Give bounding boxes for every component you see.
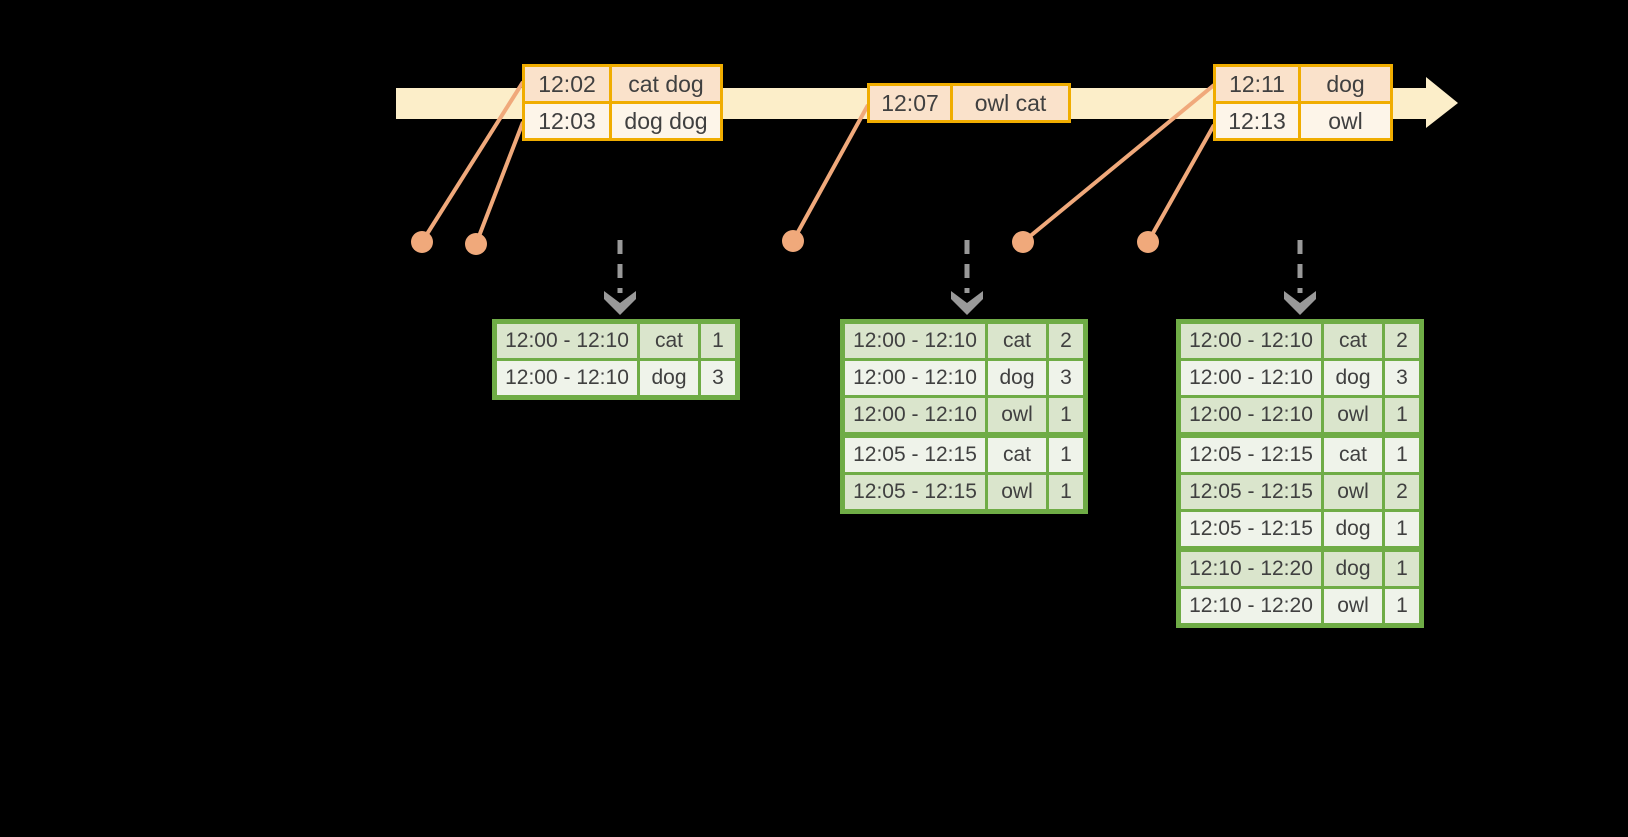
result-word-cell: owl <box>1324 589 1382 623</box>
result-count-cell: 2 <box>1385 475 1419 509</box>
result-word-cell: owl <box>1324 398 1382 432</box>
event-dot-icon <box>782 230 804 252</box>
result-count-cell: 2 <box>1049 324 1083 358</box>
trigger-arrowhead-icon <box>604 291 636 315</box>
result-count-cell: 1 <box>701 324 735 358</box>
result-window-cell: 12:00 - 12:10 <box>497 361 637 395</box>
event-time-cell: 12:03 <box>525 104 609 138</box>
event-time-cell: 12:11 <box>1216 67 1298 101</box>
event-words-cell: owl <box>1301 104 1390 138</box>
result-count-cell: 1 <box>1385 512 1419 546</box>
event-connector-line <box>420 80 525 244</box>
result-window-cell: 12:00 - 12:10 <box>1181 398 1321 432</box>
event-dot-icon <box>1137 231 1159 253</box>
result-word-cell: owl <box>1324 475 1382 509</box>
result-window-cell: 12:05 - 12:15 <box>1181 512 1321 546</box>
result-word-cell: dog <box>988 361 1046 395</box>
event-connector-line <box>474 121 525 245</box>
event-connector-line <box>1146 124 1216 243</box>
event-dot-icon <box>1012 231 1034 253</box>
event-time-cell: 12:13 <box>1216 104 1298 138</box>
event-connector-line <box>1021 83 1216 244</box>
result-window-cell: 12:05 - 12:15 <box>845 438 985 472</box>
result-window-cell: 12:00 - 12:10 <box>1181 324 1321 358</box>
result-window-cell: 12:00 - 12:10 <box>1181 361 1321 395</box>
result-window-cell: 12:05 - 12:15 <box>845 475 985 509</box>
result-window-cell: 12:00 - 12:10 <box>497 324 637 358</box>
event-words-cell: dog <box>1301 67 1390 101</box>
event-connector-line <box>791 104 870 242</box>
result-window-cell: 12:05 - 12:15 <box>1181 438 1321 472</box>
result-word-cell: cat <box>988 438 1046 472</box>
timeline-arrowhead-icon <box>1426 77 1458 128</box>
result-word-cell: cat <box>988 324 1046 358</box>
result-count-cell: 1 <box>1385 589 1419 623</box>
event-dot-icon <box>411 231 433 253</box>
result-word-cell: dog <box>1324 512 1382 546</box>
event-time-cell: 12:07 <box>870 86 950 120</box>
result-count-cell: 3 <box>1385 361 1419 395</box>
result-window-cell: 12:00 - 12:10 <box>845 361 985 395</box>
event-connectors <box>411 80 1216 255</box>
result-window-cell: 12:10 - 12:20 <box>1181 589 1321 623</box>
result-word-cell: cat <box>1324 324 1382 358</box>
result-count-cell: 1 <box>1049 398 1083 432</box>
result-count-cell: 1 <box>1385 552 1419 586</box>
event-dot-icon <box>465 233 487 255</box>
trigger-arrowhead-icon <box>1284 291 1316 315</box>
result-word-cell: dog <box>1324 552 1382 586</box>
result-word-cell: dog <box>1324 361 1382 395</box>
result-count-cell: 3 <box>1049 361 1083 395</box>
result-word-cell: cat <box>640 324 698 358</box>
result-count-cell: 1 <box>1049 475 1083 509</box>
result-count-cell: 1 <box>1385 398 1419 432</box>
result-window-cell: 12:00 - 12:10 <box>845 324 985 358</box>
event-time-cell: 12:02 <box>525 67 609 101</box>
result-word-cell: dog <box>640 361 698 395</box>
result-count-cell: 3 <box>701 361 735 395</box>
result-word-cell: owl <box>988 475 1046 509</box>
result-window-cell: 12:05 - 12:15 <box>1181 475 1321 509</box>
result-count-cell: 1 <box>1385 438 1419 472</box>
result-count-cell: 2 <box>1385 324 1419 358</box>
event-words-cell: cat dog <box>612 67 720 101</box>
trigger-arrows <box>604 240 1316 315</box>
result-count-cell: 1 <box>1049 438 1083 472</box>
event-words-cell: dog dog <box>612 104 720 138</box>
result-word-cell: owl <box>988 398 1046 432</box>
result-window-cell: 12:10 - 12:20 <box>1181 552 1321 586</box>
result-window-cell: 12:00 - 12:10 <box>845 398 985 432</box>
result-word-cell: cat <box>1324 438 1382 472</box>
trigger-arrowhead-icon <box>951 291 983 315</box>
event-words-cell: owl cat <box>953 86 1068 120</box>
